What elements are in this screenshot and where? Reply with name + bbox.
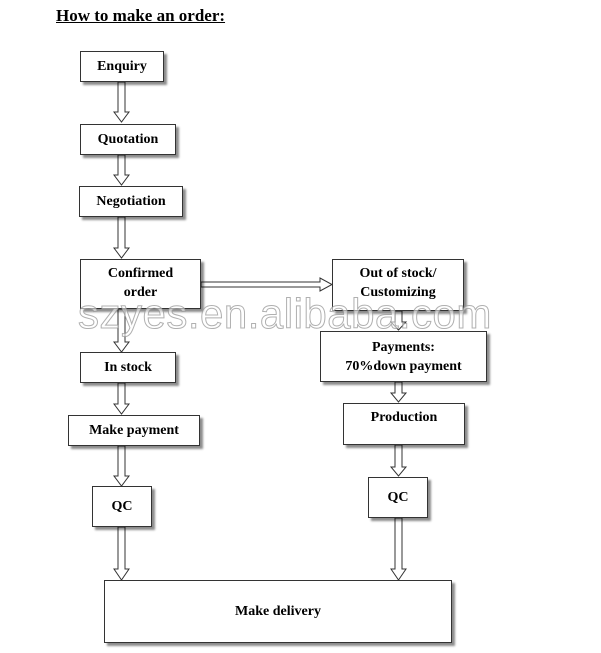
arrow-instock-payment: [113, 382, 130, 415]
step-production: Production: [343, 403, 465, 445]
arrow-enquiry-quotation: [113, 81, 130, 123]
step-out-of-stock: Out of stock/ Customizing: [332, 259, 464, 311]
arrow-payment-qc: [113, 445, 130, 487]
watermark: szyes.en.alibaba.com: [78, 290, 492, 338]
arrow-qc-delivery-right: [390, 517, 407, 581]
arrow-outofstock-payments: [389, 310, 408, 331]
arrow-quotation-negotiation: [113, 154, 130, 186]
step-negotiation: Negotiation: [79, 186, 183, 217]
step-payments: Payments: 70%down payment: [320, 331, 487, 382]
step-make-payment: Make payment: [68, 415, 200, 446]
step-qc-right: QC: [368, 477, 428, 518]
step-enquiry: Enquiry: [80, 51, 164, 82]
arrow-negotiation-confirmed: [113, 216, 130, 259]
arrow-qc-delivery-left: [113, 526, 130, 581]
arrow-production-qc: [389, 444, 408, 477]
page-title: How to make an order:: [56, 6, 226, 25]
arrow-payments-production: [389, 381, 408, 403]
step-make-delivery: Make delivery: [104, 580, 452, 643]
arrow-confirmed-instock: [113, 308, 130, 353]
arrow-confirmed-outofstock: [200, 277, 334, 292]
step-quotation: Quotation: [80, 124, 176, 155]
step-qc-left: QC: [92, 486, 152, 527]
step-in-stock: In stock: [80, 352, 176, 383]
step-confirmed-order: Confirmed order: [80, 259, 201, 309]
